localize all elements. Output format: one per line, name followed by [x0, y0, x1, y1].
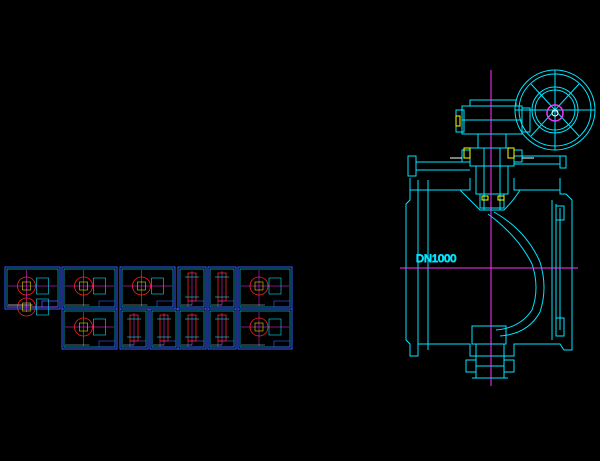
top-flange-arms	[407, 155, 567, 177]
sheet-thumbnail[interactable]	[207, 308, 237, 350]
handwheel-hub	[546, 104, 564, 122]
sheet-thumbnail[interactable]	[4, 297, 61, 317]
sheet-thumbnail[interactable]	[177, 266, 207, 310]
sheet-thumbnail[interactable]	[61, 266, 118, 310]
sheet-thumbnail[interactable]	[177, 308, 207, 350]
bolt-markers	[455, 115, 515, 201]
valve-body	[405, 178, 573, 379]
sheet-thumbnail[interactable]	[61, 308, 118, 350]
size-label: DN1000	[416, 253, 456, 265]
handwheel	[514, 69, 596, 151]
sheet-thumbnail[interactable]	[119, 308, 149, 350]
drawing-sheet-thumbnails	[4, 266, 293, 350]
ball-bore	[493, 211, 545, 337]
sheet-thumbnail[interactable]	[237, 308, 293, 350]
sheet-thumbnail[interactable]	[237, 266, 293, 310]
ball-valve-section-drawing: DN1000	[400, 69, 596, 386]
